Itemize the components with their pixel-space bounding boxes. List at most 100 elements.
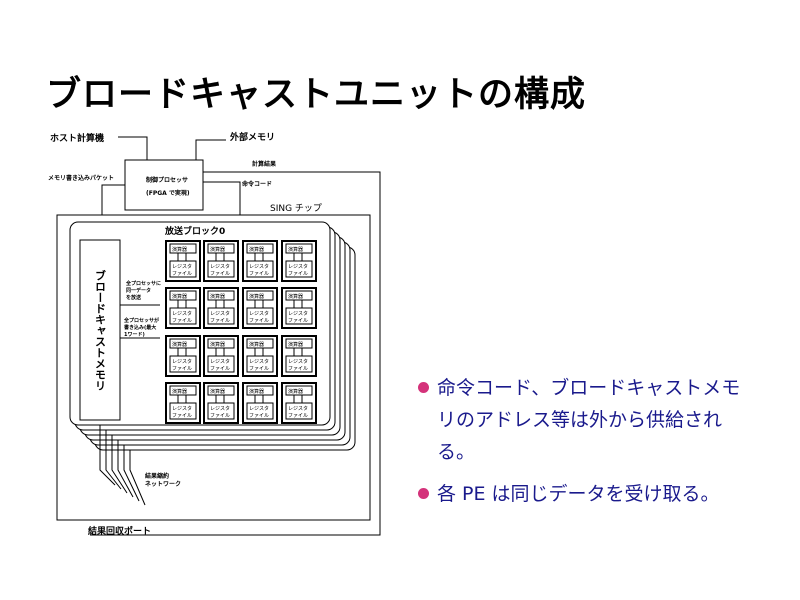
alu-box (285, 290, 313, 301)
host-arrow (118, 136, 148, 160)
alu-box (285, 243, 313, 254)
net-label-2: ネットワーク (145, 480, 181, 488)
opcode-arrow (203, 181, 241, 215)
pe-label: ファイル (172, 318, 192, 324)
pe-label: レジスタ (210, 358, 230, 365)
alu-box (207, 290, 235, 301)
register-file-box (246, 355, 274, 373)
port-label: 結果回収ポート (88, 525, 151, 537)
reduction-line (129, 450, 146, 506)
pe-label: ファイル (210, 366, 230, 372)
register-file-box (169, 402, 197, 420)
opcode-label: 命令コード (241, 180, 272, 188)
reduction-line (111, 435, 128, 494)
pe-label: レジスタ (249, 263, 269, 270)
register-file-box (285, 402, 313, 420)
net-label-1: 結果縮約 (145, 472, 169, 480)
bullet-text: 各 PE は同じデータを受け取る。 (437, 483, 720, 505)
pe-label: 演算器 (210, 388, 225, 395)
bullet-list: 命令コード、ブロードキャストメモリのアドレス等は外から供給される。 各 PE は… (418, 372, 748, 520)
broadcast-memory-box (79, 239, 121, 421)
pe-label: ファイル (172, 271, 192, 277)
pe-label: レジスタ (288, 405, 308, 412)
chip-label: SING チップ (270, 203, 322, 214)
write-label-2: 書き込み(最大 (124, 324, 156, 331)
pe-label: 演算器 (210, 246, 225, 253)
alu-box (207, 243, 235, 254)
pe-label: 演算器 (172, 246, 187, 253)
reduction-line (99, 425, 116, 486)
register-file-box (207, 260, 235, 278)
result-label: 計算結果 (252, 160, 276, 168)
controller-box (124, 159, 204, 211)
pe-label: ファイル (288, 413, 308, 419)
alu-box (169, 243, 197, 254)
slide-title: ブロードキャストユニットの構成 (46, 75, 587, 115)
pe-label: レジスタ (210, 405, 230, 412)
pe-label: ファイル (172, 366, 192, 372)
pe-label: レジスタ (210, 263, 230, 270)
alu-box (207, 338, 235, 349)
alu-box (246, 243, 274, 254)
bullet-item: 命令コード、ブロードキャストメモリのアドレス等は外から供給される。 (418, 372, 748, 468)
reduction-line (105, 430, 122, 490)
pe-label: 演算器 (210, 293, 225, 300)
alu-box (169, 385, 197, 396)
register-file-box (246, 307, 274, 325)
register-file-box (169, 260, 197, 278)
pe-label: レジスタ (288, 358, 308, 365)
alu-box (285, 385, 313, 396)
register-file-box (207, 307, 235, 325)
pe-label: 演算器 (249, 293, 264, 300)
controller-sub-label: (FPGA で実現) (146, 189, 190, 197)
alu-box (246, 338, 274, 349)
pe-label: レジスタ (172, 263, 192, 270)
pe-label: レジスタ (249, 358, 269, 365)
result-line (90, 171, 381, 536)
pe-label: レジスタ (172, 310, 192, 317)
alu-box (246, 290, 274, 301)
alu-box (246, 385, 274, 396)
register-file-box (169, 355, 197, 373)
pe-label: 演算器 (288, 246, 303, 253)
reduction-line (123, 445, 140, 502)
host-label: ホスト計算機 (50, 132, 104, 144)
bullet-dot-icon (418, 488, 429, 499)
bmem-label: ブロードキャストメモリ (94, 269, 107, 391)
write-label-1: 全プロセッサが (123, 317, 159, 324)
block-label: 放送ブロック0 (164, 225, 225, 237)
register-file-box (246, 260, 274, 278)
pe-label: ファイル (249, 413, 269, 419)
pe-label: ファイル (210, 413, 230, 419)
pe-label: ファイル (172, 413, 192, 419)
alu-box (169, 338, 197, 349)
pe-label: 演算器 (288, 341, 303, 348)
mem-write-label: メモリ書き込みパケット (48, 174, 114, 182)
pe-label: 演算器 (249, 388, 264, 395)
pe-label: 演算器 (249, 246, 264, 253)
pe-label: 演算器 (288, 293, 303, 300)
pe-label: レジスタ (210, 310, 230, 317)
register-file-box (246, 402, 274, 420)
pe-label: ファイル (288, 271, 308, 277)
write-label-3: 1ワード) (124, 332, 145, 338)
pe-label: 演算器 (249, 341, 264, 348)
pe-label: ファイル (210, 318, 230, 324)
pe-label: ファイル (210, 271, 230, 277)
pe-label: レジスタ (249, 405, 269, 412)
reduction-line (117, 440, 134, 498)
sing-chip-box (56, 214, 371, 521)
register-file-box (285, 355, 313, 373)
